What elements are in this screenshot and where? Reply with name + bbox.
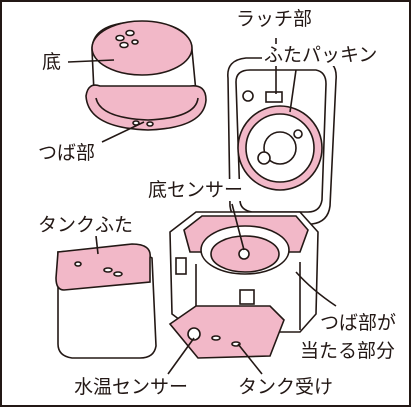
label-bottom-sensor: 底センサー [146, 179, 246, 201]
label-flange-contact-line1: つば部が [318, 312, 399, 334]
label-tank-receiver: タンク受け [236, 376, 336, 398]
cooker-body [169, 211, 319, 333]
label-lid-packing: ふたパッキン [262, 44, 380, 66]
leader-flange-contact [295, 271, 337, 307]
label-water-temp-sensor: 水温センサー [72, 376, 191, 398]
label-bottom: 底 [40, 51, 64, 73]
leader-bottom [67, 59, 115, 63]
label-latch: ラッチ部 [234, 8, 315, 30]
pot-base-highlight [91, 20, 193, 76]
bottom-sensor [238, 248, 250, 260]
leader-tank-receiver [237, 343, 263, 375]
water-temp-sensor [187, 327, 201, 341]
label-tank-lid: タンクふた [36, 214, 136, 236]
cooker-lid [227, 57, 337, 225]
inner-pot [85, 20, 207, 131]
leader-tank-lid [95, 235, 99, 255]
label-flange-top: つば部 [36, 142, 98, 164]
leader-lid-packing [289, 69, 297, 113]
tank-lid-shape [55, 243, 151, 291]
leader-flange-top [101, 121, 145, 143]
latch [265, 91, 283, 103]
pot-flange [85, 84, 207, 131]
label-flange-contact-line2: 当たる部分 [298, 340, 398, 362]
water-tank [55, 243, 157, 359]
tank-receiver [168, 305, 285, 359]
leader-water-temp [167, 337, 195, 375]
leader-bottom-sensor [231, 203, 245, 251]
